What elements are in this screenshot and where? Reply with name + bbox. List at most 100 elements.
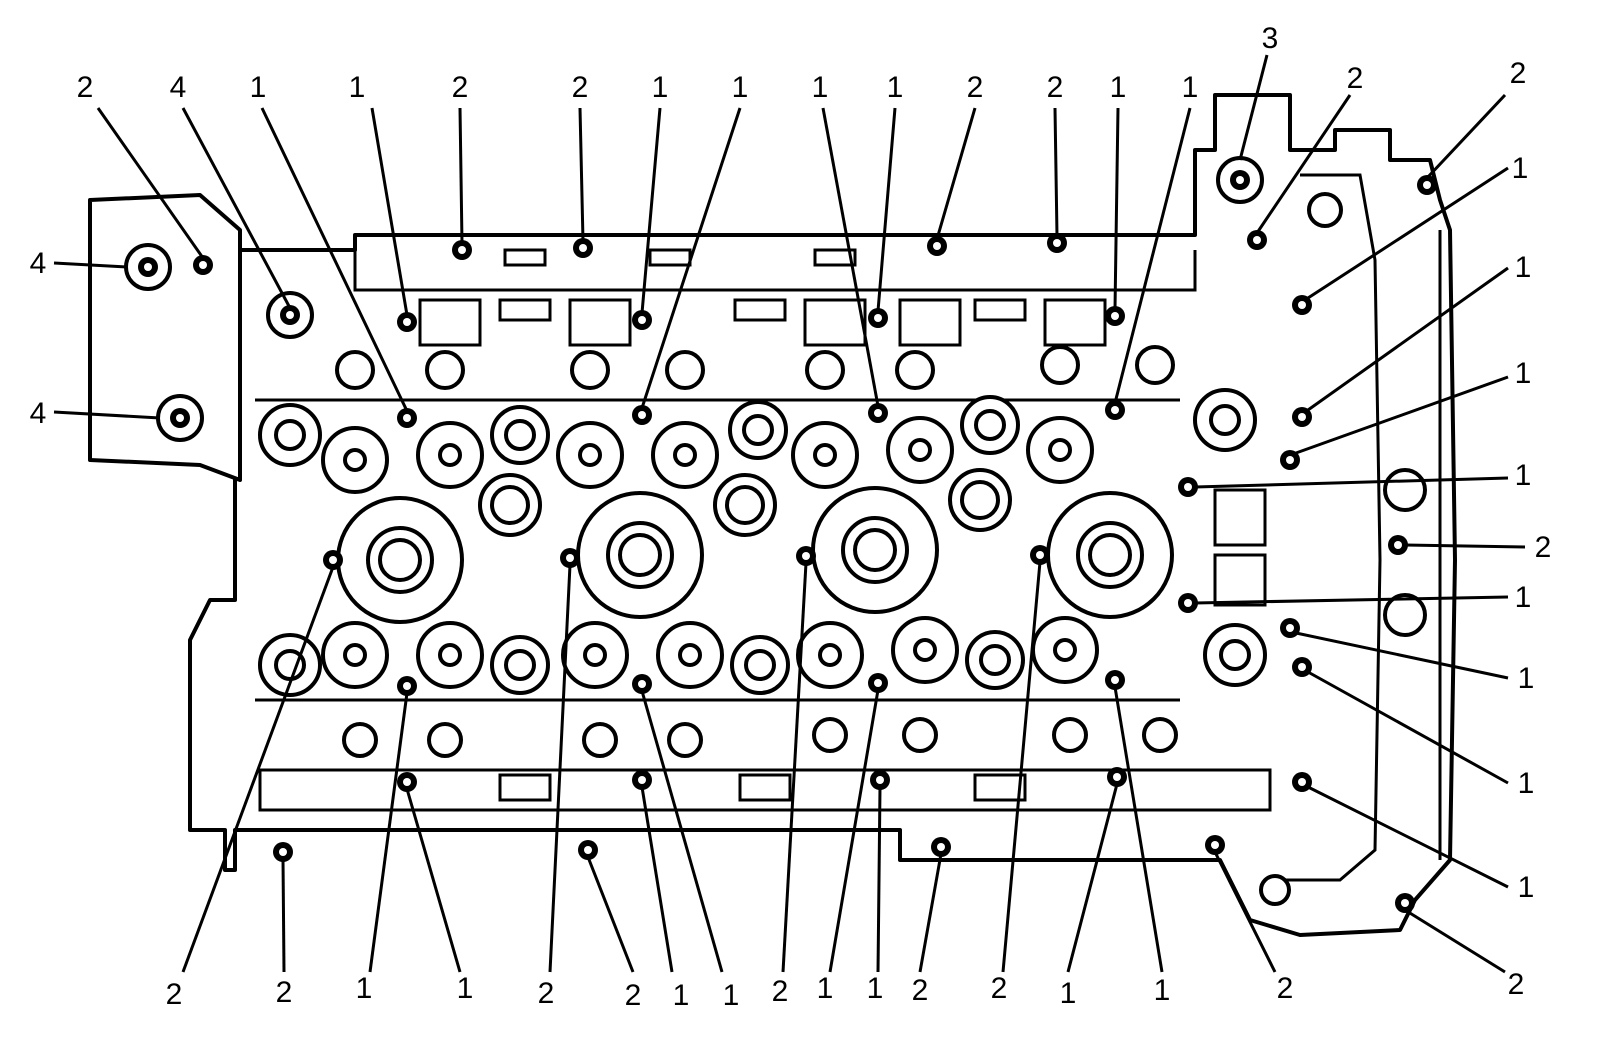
- leader-line-26: [1295, 631, 1509, 680]
- callouts-top: 2 4 1 1 2 2 1 1 1 1 2 2 1 1 3 2 2: [77, 22, 1527, 104]
- leader-line-16: [1255, 94, 1352, 234]
- callout-bottom-13: 2: [991, 972, 1008, 1005]
- callout-bottom-3: 1: [356, 972, 373, 1005]
- callout-top-10: 1: [887, 71, 904, 104]
- callout-right-4: 1: [1515, 459, 1532, 492]
- bolt-center-14: [874, 314, 882, 322]
- callout-top-13: 1: [1110, 71, 1127, 104]
- leader-line-41: [1001, 561, 1042, 973]
- bolt-center-34: [874, 679, 882, 687]
- leader-line-7: [640, 107, 662, 314]
- callout-bottom-7: 1: [673, 979, 690, 1012]
- bolt-center-10: [1423, 181, 1431, 189]
- leader-line-44: [1213, 851, 1277, 973]
- callout-right-8: 1: [1518, 767, 1535, 800]
- leader-line-31: [368, 692, 409, 973]
- callout-right-2: 1: [1515, 251, 1532, 284]
- callout-bottom-14: 1: [1060, 977, 1077, 1010]
- bolt-center-7: [933, 242, 941, 250]
- leader-line-36: [640, 690, 724, 973]
- callout-top-1: 2: [77, 71, 94, 104]
- callout-bottom-4: 1: [457, 972, 474, 1005]
- callout-top-16: 2: [1347, 62, 1364, 95]
- callout-top-6: 2: [572, 71, 589, 104]
- callouts-right: 1 1 1 1 2 1 1 1 1: [1512, 152, 1552, 904]
- leader-line-9: [821, 107, 880, 407]
- bolt-center-45: [1401, 899, 1409, 907]
- bolt-center-24: [1394, 541, 1402, 549]
- callout-left-2: 4: [30, 397, 47, 430]
- bolt-center-40: [1298, 778, 1306, 786]
- callout-bottom-12: 2: [912, 974, 929, 1007]
- leader-line-2: [181, 107, 292, 309]
- callout-right-5: 2: [1535, 531, 1552, 564]
- bolt-center-32: [403, 682, 411, 690]
- callout-bottom-1: 2: [166, 978, 183, 1011]
- callout-top-2: 4: [170, 71, 187, 104]
- bolt-center-22: [1286, 456, 1294, 464]
- leader-line-38: [828, 689, 880, 973]
- leader-line-14: [1113, 107, 1192, 404]
- callout-top-4: 1: [349, 71, 366, 104]
- callout-bottom-11: 1: [867, 972, 884, 1005]
- callout-top-3: 1: [250, 71, 267, 104]
- callout-left-1: 4: [30, 247, 47, 280]
- leader-line-33: [548, 564, 572, 973]
- leader-line-43: [1113, 686, 1164, 973]
- bolt-center-17: [403, 414, 411, 422]
- bolt-center-3: [176, 414, 184, 422]
- bolt-center-11: [1236, 176, 1244, 184]
- bolt-center-31: [1298, 663, 1306, 671]
- bolt-center-13: [638, 316, 646, 324]
- bolt-center-27: [566, 554, 574, 562]
- callout-bottom-6: 2: [625, 979, 642, 1012]
- leader-line-4: [370, 107, 409, 316]
- bolt-center-44: [1211, 841, 1219, 849]
- leader-line-8: [640, 107, 742, 409]
- leader-line-10: [876, 107, 897, 312]
- bolt-center-29: [1036, 551, 1044, 559]
- leader-line-3: [260, 107, 409, 412]
- bolt-center-42: [584, 846, 592, 854]
- leader-line-1: [96, 107, 205, 259]
- bolt-center-30: [1286, 624, 1294, 632]
- callout-top-12: 2: [1047, 71, 1064, 104]
- bolt-center-43: [937, 843, 945, 851]
- bolt-center-20: [1111, 406, 1119, 414]
- leader-line-45: [1404, 908, 1506, 974]
- bolt-center-41: [279, 848, 287, 856]
- callouts-bottom: 2 2 1 1 2 2 1 1 2 1 1 2 2 1 1 2 2: [166, 968, 1525, 1012]
- leader-line-35: [640, 786, 674, 973]
- bolt-markers: [138, 170, 1437, 913]
- leader-line-27: [1307, 670, 1509, 785]
- leader-line-25: [1194, 595, 1509, 605]
- callout-bottom-5: 2: [538, 977, 555, 1010]
- callouts-left: 4 4: [30, 247, 47, 430]
- leader-line-42: [1066, 783, 1119, 973]
- leader-line-24: [1404, 543, 1526, 549]
- bolt-center-26: [329, 556, 337, 564]
- leader-line-40: [918, 853, 943, 973]
- leader-line-5: [458, 107, 464, 244]
- bolt-center-12: [403, 318, 411, 326]
- bolt-center-35: [1111, 676, 1119, 684]
- callout-top-7: 1: [652, 71, 669, 104]
- callout-top-14: 1: [1182, 71, 1199, 104]
- callout-top-8: 1: [732, 71, 749, 104]
- callout-top-17: 2: [1510, 57, 1527, 90]
- leader-line-30: [281, 858, 286, 973]
- callout-right-1: 1: [1512, 152, 1529, 185]
- leader-line-22: [1295, 375, 1509, 455]
- leader-line-20: [1307, 166, 1509, 300]
- leader-line-6: [578, 107, 585, 242]
- bolt-center-4: [286, 311, 294, 319]
- bolt-center-2: [144, 263, 152, 271]
- leader-line-17: [1425, 93, 1507, 180]
- bolt-center-8: [1053, 239, 1061, 247]
- callout-right-3: 1: [1515, 357, 1532, 390]
- leader-line-29: [181, 566, 335, 973]
- spark-plug-bosses: [336, 486, 1174, 624]
- callout-bottom-17: 2: [1508, 968, 1525, 1001]
- leader-line-15: [1238, 54, 1269, 161]
- callout-top-15: 3: [1262, 22, 1279, 55]
